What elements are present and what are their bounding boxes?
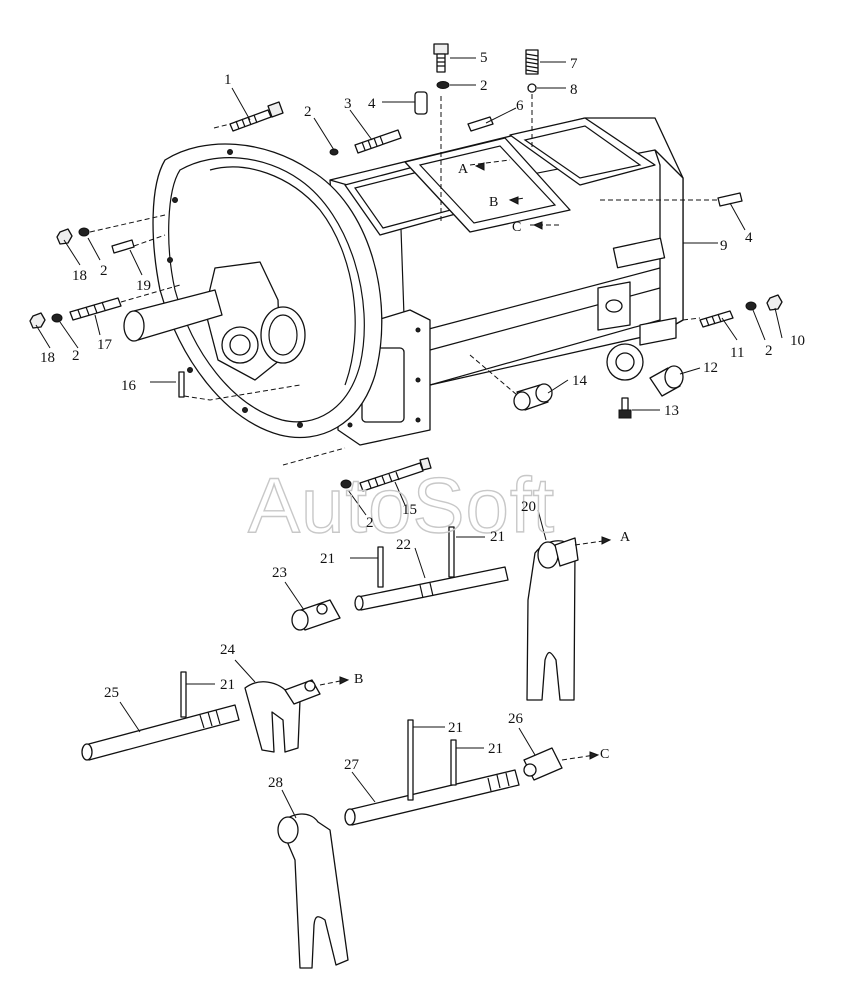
pin-part-6 bbox=[467, 116, 494, 132]
callout-25: 25 bbox=[104, 685, 119, 701]
ball-part-8 bbox=[527, 83, 537, 93]
callout-17: 17 bbox=[97, 337, 113, 353]
bushing-part-14 bbox=[513, 383, 553, 411]
callout-26: 26 bbox=[508, 711, 524, 727]
callout-5: 5 bbox=[480, 50, 488, 66]
spring-part-7 bbox=[525, 49, 539, 75]
gearbox-housing bbox=[123, 117, 684, 446]
marker-c-rod: C bbox=[600, 747, 609, 762]
callout-21: 21 bbox=[320, 551, 335, 567]
callout-27: 27 bbox=[344, 757, 360, 773]
shift-rod-assembly-b bbox=[81, 671, 321, 761]
stud-part-15 bbox=[359, 457, 432, 492]
callout-28: 28 bbox=[268, 775, 283, 791]
callout-4: 4 bbox=[745, 230, 753, 246]
callout-16: 16 bbox=[121, 378, 137, 394]
callout-9: 9 bbox=[720, 238, 728, 254]
callout-7: 7 bbox=[570, 56, 578, 72]
pin-part-19 bbox=[111, 239, 135, 254]
callout-numbers: 1 2 3 4 5 2 6 7 8 9 4 10 2 11 12 13 14 1… bbox=[40, 50, 805, 791]
nut-part-18 bbox=[29, 228, 73, 329]
shift-rod-assembly-c bbox=[277, 719, 563, 969]
callout-19: 19 bbox=[136, 278, 151, 294]
callout-6: 6 bbox=[516, 98, 524, 114]
arrow-markers bbox=[339, 162, 612, 760]
callout-4: 4 bbox=[368, 96, 376, 112]
stud-part-11 bbox=[699, 310, 734, 328]
bushing-part-12 bbox=[649, 365, 684, 397]
callout-21: 21 bbox=[490, 529, 505, 545]
callout-3: 3 bbox=[344, 96, 352, 112]
callout-2: 2 bbox=[72, 348, 80, 364]
leader-lines bbox=[35, 57, 783, 819]
callout-15: 15 bbox=[402, 502, 417, 518]
shift-rod-assembly-a bbox=[291, 526, 579, 701]
callout-21: 21 bbox=[488, 741, 503, 757]
marker-b-top: B bbox=[489, 195, 498, 210]
callout-8: 8 bbox=[570, 82, 578, 98]
callout-2: 2 bbox=[100, 263, 108, 279]
marker-a-top: A bbox=[458, 162, 469, 177]
nut-part-10 bbox=[766, 294, 783, 311]
callout-20: 20 bbox=[521, 499, 536, 515]
callout-23: 23 bbox=[272, 565, 287, 581]
bolt-part-1 bbox=[229, 101, 284, 132]
callout-1: 1 bbox=[224, 72, 232, 88]
callout-2: 2 bbox=[366, 515, 374, 531]
callout-18: 18 bbox=[72, 268, 87, 284]
marker-b-rod: B bbox=[354, 672, 363, 687]
pin-part-16 bbox=[178, 371, 185, 398]
letter-markers: A B C A B C bbox=[354, 162, 631, 762]
callout-12: 12 bbox=[703, 360, 718, 376]
callout-24: 24 bbox=[220, 642, 236, 658]
callout-14: 14 bbox=[572, 373, 588, 389]
callout-10: 10 bbox=[790, 333, 805, 349]
callout-22: 22 bbox=[396, 537, 411, 553]
dowel-pin-part-4 bbox=[414, 91, 743, 207]
watermark-text: AutoSoft bbox=[248, 461, 555, 549]
callout-21: 21 bbox=[448, 720, 463, 736]
callout-13: 13 bbox=[664, 403, 679, 419]
callout-2: 2 bbox=[480, 78, 488, 94]
callout-2: 2 bbox=[765, 343, 773, 359]
stud-part-17 bbox=[69, 297, 122, 321]
stud-part-3 bbox=[354, 129, 402, 154]
callout-11: 11 bbox=[730, 345, 744, 361]
bolt-part-5 bbox=[433, 43, 449, 73]
callout-2: 2 bbox=[304, 104, 312, 120]
washer-part-2 bbox=[51, 81, 757, 489]
marker-a-rod: A bbox=[620, 530, 631, 545]
callout-18: 18 bbox=[40, 350, 55, 366]
callout-21: 21 bbox=[220, 677, 235, 693]
bolt-part-13 bbox=[618, 397, 632, 419]
marker-c-top: C bbox=[512, 220, 521, 235]
